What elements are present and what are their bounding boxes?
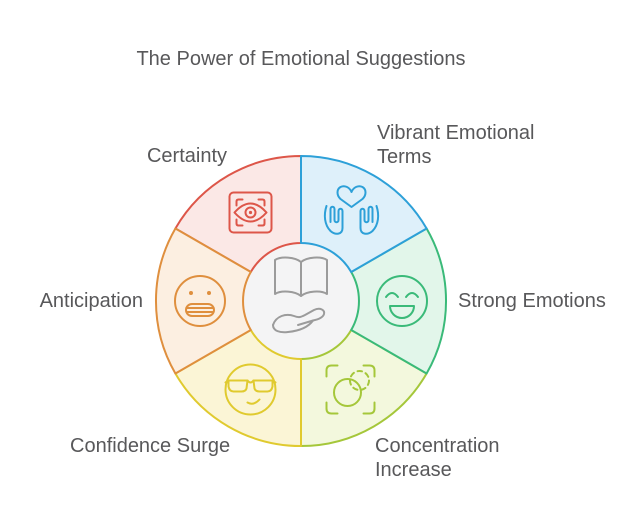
label-certainty: Certainty [146,145,227,167]
label-strong-emotions: Strong Emotions [458,290,606,312]
segment-confidence-surge [174,329,302,447]
label-concentration-increase: Concentration Increase [375,435,500,481]
center-hub [243,243,359,359]
segment-certainty [174,155,302,273]
label-anticipation: Anticipation [39,290,143,312]
page-title: The Power of Emotional Suggestions [136,48,466,70]
segment-strong-emotions [350,227,448,375]
label-vibrant-emotional-terms: Vibrant Emotional Terms [377,122,535,168]
segment-anticipation [154,227,252,375]
label-confidence-surge: Confidence Surge [70,435,231,457]
